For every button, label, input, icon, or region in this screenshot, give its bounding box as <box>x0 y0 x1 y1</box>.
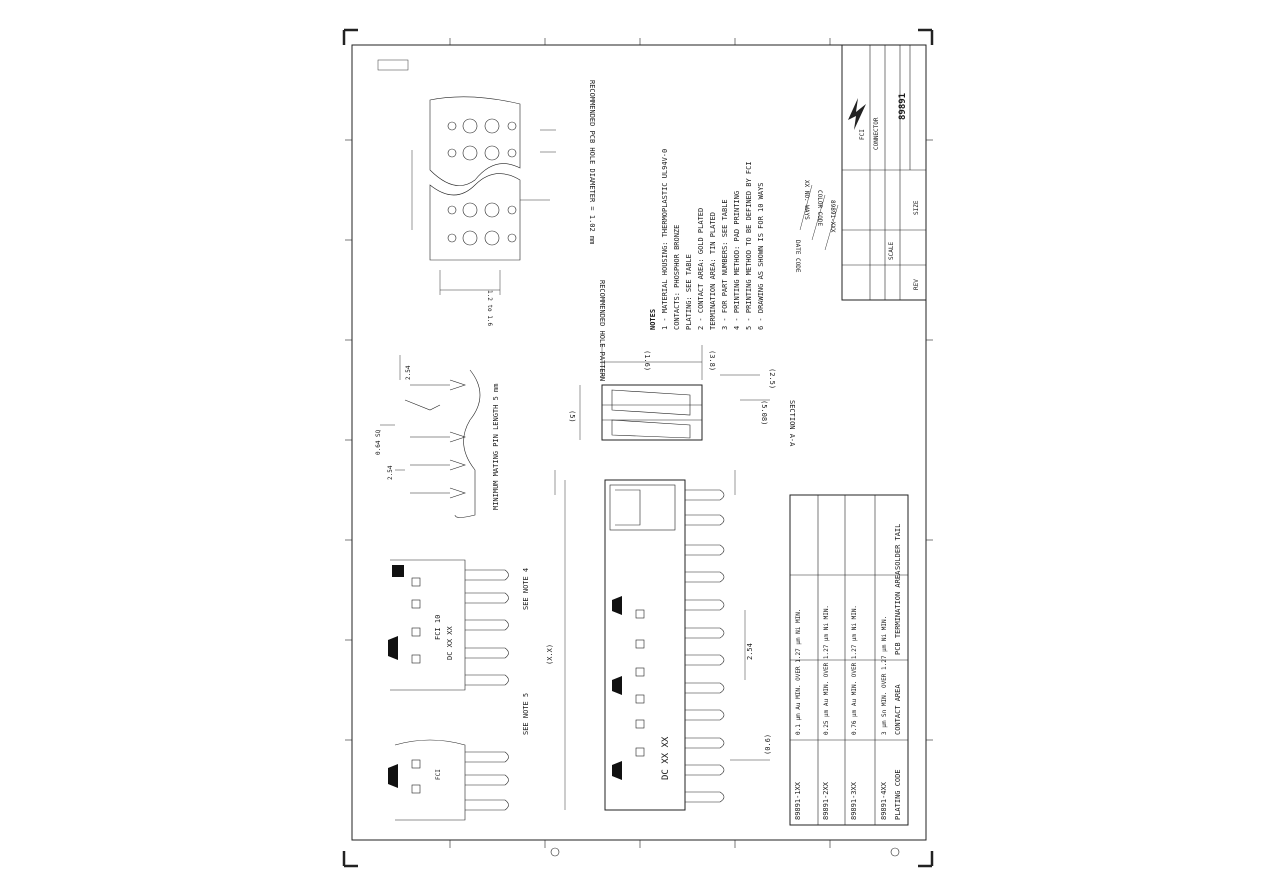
section-dim-3: (5.08) <box>760 400 768 425</box>
note-line-8: 5 - PRINTING METHOD TO BE DEFINED BY FCI <box>745 161 753 330</box>
table-footer-pcb: PCB TERMINATION AREA <box>894 570 902 655</box>
front-dim-pitch: 2.54 <box>746 643 754 660</box>
title-text: CONNECTOR <box>873 117 880 150</box>
section-label: SECTION A-A <box>788 400 796 447</box>
callout-part: 89891-XXX <box>829 200 836 233</box>
notes-heading: NOTES <box>649 309 657 330</box>
table-plating-4: 3 µm Sn MIN. OVER 1.27 µm Ni MIN. <box>881 616 888 735</box>
side-view: FCI 10 DC XX XX FCI SEE NOTE 4 SEE NOTE … <box>388 559 530 821</box>
table-plating-2: 0.25 µm Au MIN. OVER 1.27 µm Ni MIN. <box>823 605 830 735</box>
side-marking-1: FCI <box>435 769 442 780</box>
title-company: FCI <box>859 129 866 140</box>
table-header: PLATING CODE <box>894 769 902 820</box>
side-note-5: SEE NOTE 5 <box>522 693 530 735</box>
section-dim-2: (2.5) <box>768 368 776 389</box>
mating-dim-3: 2.54 <box>405 365 412 380</box>
table-footer-tail: SOLDER TAIL <box>894 524 902 570</box>
section-dim-1: (5) <box>568 410 576 423</box>
table-footer-contact: CONTACT AREA <box>894 684 902 735</box>
mating-dim-1: 2.54 <box>387 465 394 480</box>
hole-pattern-view: RECOMMENDED HOLE PATTERN RECOMMENDED PCB… <box>377 59 606 381</box>
note-line-5: TERMINATION AREA: TIN PLATED <box>709 212 717 330</box>
table-plating-3: 0.76 µm Au MIN. OVER 1.27 µm Ni MIN. <box>851 605 858 735</box>
table-part-2: 89891-2XX <box>822 781 830 820</box>
mating-pin-view: MINIMUM MATING PIN LENGTH 5 mm 2.54 0.64… <box>375 355 500 518</box>
front-dim-2: (0.6) <box>764 734 772 755</box>
note-line-6: 3 - FOR PART NUMBERS: SEE TABLE <box>721 199 729 330</box>
side-note-4: SEE NOTE 4 <box>522 568 530 610</box>
note-line-7: 4 - PRINTING METHOD: PAD PRINTING <box>733 191 741 330</box>
note-line-3: PLATING: SEE TABLE <box>685 254 693 330</box>
plating-table: 89891-1XX 89891-2XX 89891-3XX 89891-4XX … <box>789 494 909 826</box>
hole-diameter-caption: RECOMMENDED PCB HOLE DIAMETER = 1.02 mm <box>588 80 596 244</box>
pcb-thickness-caption: 1.2 to 1.6 <box>486 290 493 327</box>
note-line-4: 2 - CONTACT AREA: GOLD PLATED <box>697 208 705 330</box>
section-view: (5) (2.5) (5.08) (1.6) (3.8) SECTION A-A <box>568 345 796 447</box>
mating-pin-length: MINIMUM MATING PIN LENGTH 5 mm <box>492 384 500 510</box>
note-line-9: 6 - DRAWING AS SHOWN IS FOR 10 WAYS <box>757 182 765 330</box>
section-dim-4: (1.6) <box>643 350 651 371</box>
sheet-frame <box>342 28 934 868</box>
note-line-1: 1 - MATERIAL HOUSING: THERMOPLASTIC UL94… <box>661 149 669 330</box>
table-part-4: 89891-4XX <box>880 781 888 820</box>
callout-color-code: COLOR CODE <box>816 190 823 227</box>
side-print-1: FCI 10 <box>434 615 442 640</box>
title-rev-label: REV <box>913 279 920 290</box>
notes-block: NOTES 1 - MATERIAL HOUSING: THERMOPLASTI… <box>649 149 839 330</box>
title-block: 89891 CONNECTOR FCI REV SCALE SIZE <box>841 44 927 301</box>
front-marking: DC XX XX <box>661 736 671 780</box>
table-plating-1: 0.1 µm Au MIN. OVER 1.27 µm Ni MIN. <box>795 609 802 735</box>
mating-dim-2: 0.64 SQ <box>375 429 382 455</box>
fci-logo-icon <box>848 98 866 130</box>
title-scale-label: SCALE <box>888 242 895 260</box>
side-print-2: DC XX XX <box>446 625 454 660</box>
note-line-2: CONTACTS: PHOSPHOR BRONZE <box>673 225 681 330</box>
title-part-number: 89891 <box>898 93 908 120</box>
table-part-3: 89891-3XX <box>850 781 858 820</box>
hole-pattern-caption: RECOMMENDED HOLE PATTERN <box>598 280 606 381</box>
callout-ways: XX NO. WAYS <box>803 180 810 220</box>
table-part-1: 89891-1XX <box>794 781 802 820</box>
front-dim-3: (X.X) <box>546 644 554 665</box>
callout-date-code: DATE CODE <box>794 240 801 273</box>
section-dim-5: (3.8) <box>708 350 716 371</box>
front-view: DC XX XX 2.54 (0.6) (X.X) <box>546 470 772 811</box>
title-size-label: SIZE <box>913 200 920 215</box>
